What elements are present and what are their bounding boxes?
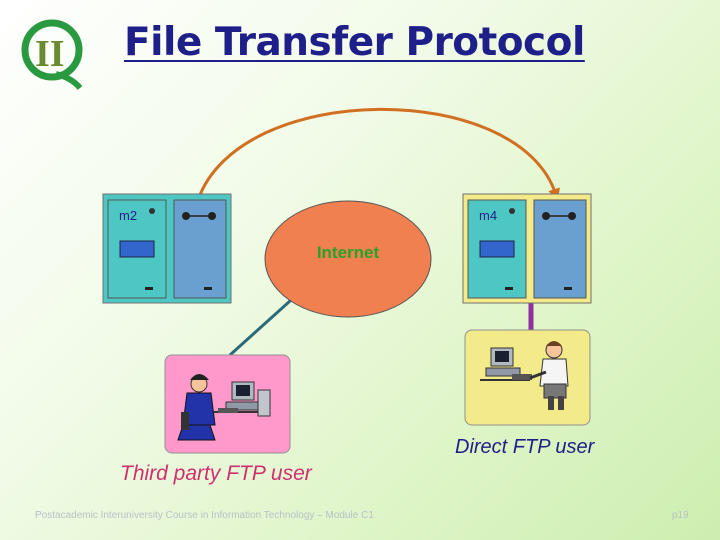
- footer-page-number: p19: [672, 510, 689, 521]
- logo-letters: II: [35, 33, 65, 75]
- page-title: File Transfer Protocol: [124, 20, 585, 65]
- direct-user-label: Direct FTP user: [455, 436, 595, 458]
- link-user-internet: [228, 290, 302, 357]
- machine-m2: m2: [102, 193, 232, 304]
- third-party-user: [164, 354, 291, 454]
- direct-user: [464, 329, 591, 426]
- machine-m4: m4: [462, 193, 592, 304]
- machine-m4-label: m4: [479, 208, 497, 223]
- internet-label: Internet: [317, 243, 380, 262]
- machine-m2-label: m2: [119, 208, 137, 223]
- third-party-user-label: Third party FTP user: [120, 462, 312, 485]
- footer-course: Postacademic Interuniversity Course in I…: [35, 510, 374, 521]
- transfer-arc: [190, 107, 560, 208]
- logo: II: [21, 19, 83, 90]
- internet-cloud: Internet: [264, 200, 432, 318]
